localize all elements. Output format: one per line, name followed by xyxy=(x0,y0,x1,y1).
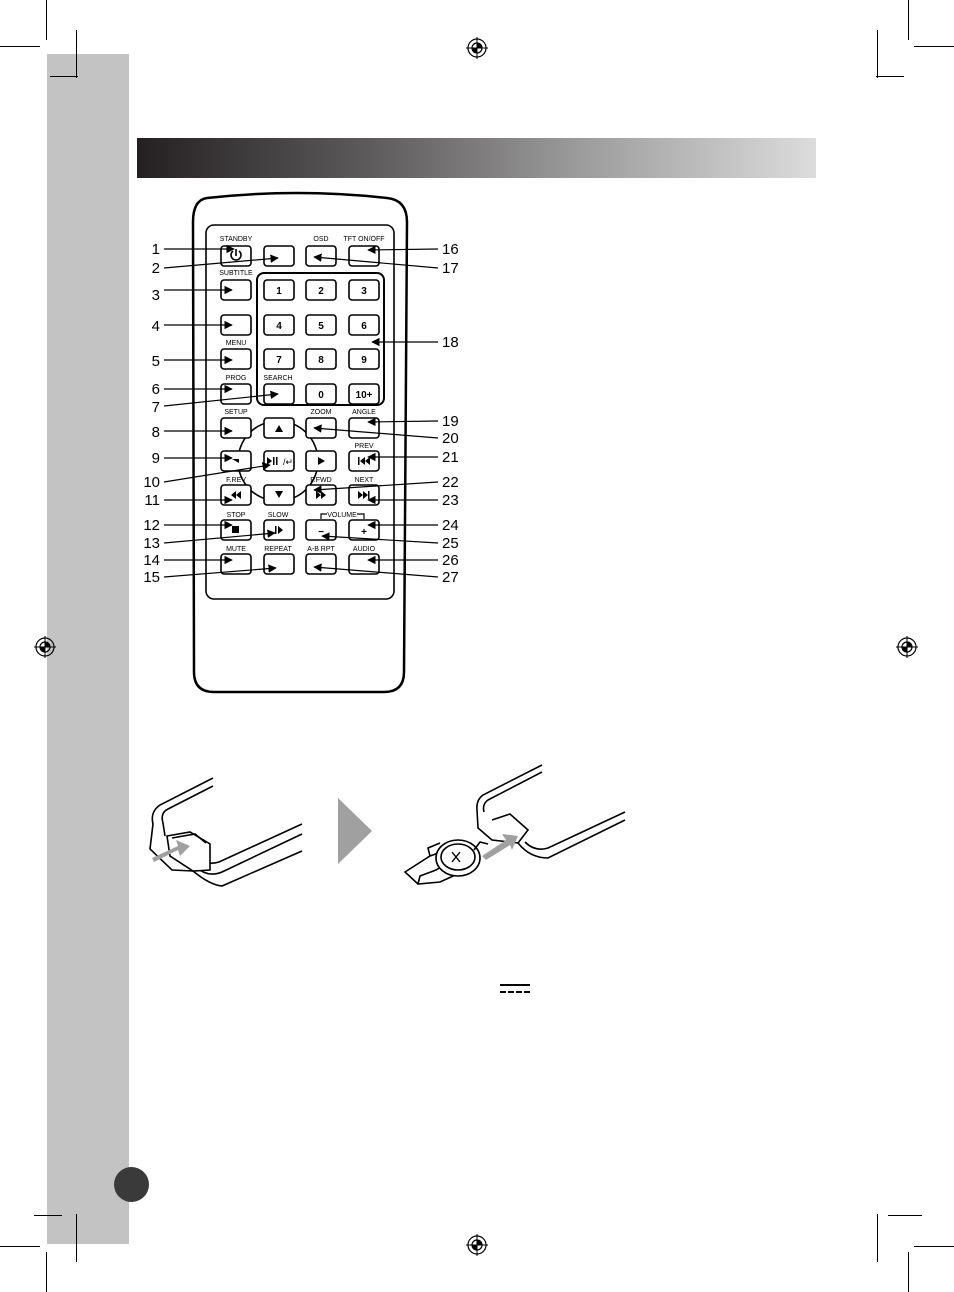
menu-label: MENU xyxy=(226,340,247,347)
zoom-label: ZOOM xyxy=(311,409,332,416)
callout-10: 10 xyxy=(143,474,160,491)
search-button[interactable] xyxy=(264,384,294,404)
osd-button[interactable] xyxy=(306,246,336,266)
key-5-label: 5 xyxy=(318,321,324,332)
remote-body xyxy=(193,193,407,692)
callout-21: 21 xyxy=(442,449,459,466)
callout-6: 6 xyxy=(152,381,160,398)
repeat-label: REPEAT xyxy=(264,546,292,553)
callout-13: 13 xyxy=(143,535,160,552)
key-4-label: 4 xyxy=(276,321,282,332)
callout-11: 11 xyxy=(144,492,160,509)
prev-label: PREV xyxy=(354,443,373,450)
callout-27: 27 xyxy=(442,569,459,586)
menu-button[interactable] xyxy=(221,349,251,369)
angle-label: ANGLE xyxy=(352,409,376,416)
callout-1: 1 xyxy=(152,241,160,258)
key-3-label: 3 xyxy=(361,286,367,297)
slow-label: SLOW xyxy=(268,512,289,519)
blank-button-2[interactable] xyxy=(264,246,294,266)
next-label: NEXT xyxy=(355,477,374,484)
volume-plus-label: + xyxy=(361,527,367,538)
callout-16: 16 xyxy=(442,241,459,258)
callout-24: 24 xyxy=(442,517,459,534)
dc-voltage-symbol-icon xyxy=(500,984,530,996)
step-arrow-icon xyxy=(338,798,372,864)
tft-onoff-label: TFT ON/OFF xyxy=(343,236,384,243)
standby-label: STANDBY xyxy=(220,236,253,243)
key-7-label: 7 xyxy=(276,355,282,366)
key-9-label: 9 xyxy=(361,355,367,366)
osd-label: OSD xyxy=(313,236,328,243)
callout-3: 3 xyxy=(152,287,160,304)
stop-icon xyxy=(232,526,239,533)
callout-20: 20 xyxy=(442,430,459,447)
callout-4: 4 xyxy=(152,318,160,335)
callout-19: 19 xyxy=(442,413,459,430)
prog-label: PROG xyxy=(226,375,247,382)
tft-onoff-button[interactable] xyxy=(349,246,379,266)
key-0-label: 0 xyxy=(318,390,324,401)
search-label: SEARCH xyxy=(263,375,292,382)
key-6-label: 6 xyxy=(361,321,367,332)
battery-insert-illustration xyxy=(405,765,625,884)
callout-14: 14 xyxy=(143,552,160,569)
repeat-button[interactable] xyxy=(264,554,294,574)
callout-25: 25 xyxy=(442,535,459,552)
setup-label: SETUP xyxy=(224,409,248,416)
callout-2: 2 xyxy=(152,260,160,277)
volume-label: VOLUME xyxy=(327,512,357,519)
key-1-label: 1 xyxy=(276,286,282,297)
stop-label: STOP xyxy=(227,512,246,519)
ab-rpt-label: A-B RPT xyxy=(307,546,335,553)
callout-12: 12 xyxy=(143,517,160,534)
callout-26: 26 xyxy=(442,552,459,569)
callout-7: 7 xyxy=(152,399,160,416)
audio-label: AUDIO xyxy=(353,546,376,553)
key-2-label: 2 xyxy=(318,286,324,297)
angle-button[interactable] xyxy=(349,418,379,438)
setup-button[interactable] xyxy=(221,418,251,438)
callout-15: 15 xyxy=(143,569,160,586)
callout-23: 23 xyxy=(442,492,459,509)
key-8-label: 8 xyxy=(318,355,324,366)
battery-tray-removal-illustration xyxy=(150,778,302,886)
callout-9: 9 xyxy=(152,450,160,467)
insert-arrow-icon xyxy=(482,834,518,860)
subtitle-label: SUBTITLE xyxy=(219,270,253,277)
callout-17: 17 xyxy=(442,260,459,277)
ab-rpt-button[interactable] xyxy=(306,554,336,574)
key-10plus-label: 10+ xyxy=(356,390,373,401)
prog-button[interactable] xyxy=(221,384,251,404)
mute-label: MUTE xyxy=(226,546,246,553)
callout-8: 8 xyxy=(152,424,160,441)
callout-5: 5 xyxy=(152,353,160,370)
callout-22: 22 xyxy=(442,474,459,491)
svg-text:/↵: /↵ xyxy=(283,457,293,467)
callout-18: 18 xyxy=(442,334,459,351)
